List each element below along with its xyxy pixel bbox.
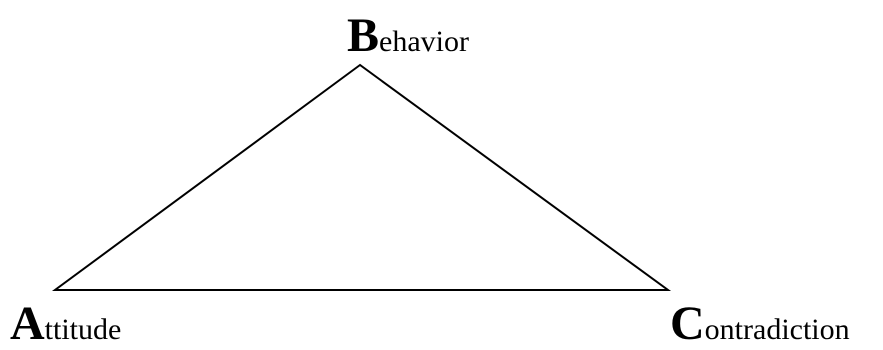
vertex-initial-contradiction: C xyxy=(670,297,705,350)
vertex-rest-behavior: ehavior xyxy=(379,25,469,58)
vertex-rest-attitude: ttitude xyxy=(44,313,122,346)
vertex-label-attitude: Attitude xyxy=(10,300,121,348)
triangle-shape xyxy=(51,63,672,291)
vertex-initial-behavior: B xyxy=(347,9,380,62)
vertex-label-contradiction: Contradiction xyxy=(670,300,850,348)
vertex-label-behavior: Behavior xyxy=(347,12,469,60)
vertex-initial-attitude: A xyxy=(10,297,45,350)
vertex-rest-contradiction: ontradiction xyxy=(704,313,850,346)
